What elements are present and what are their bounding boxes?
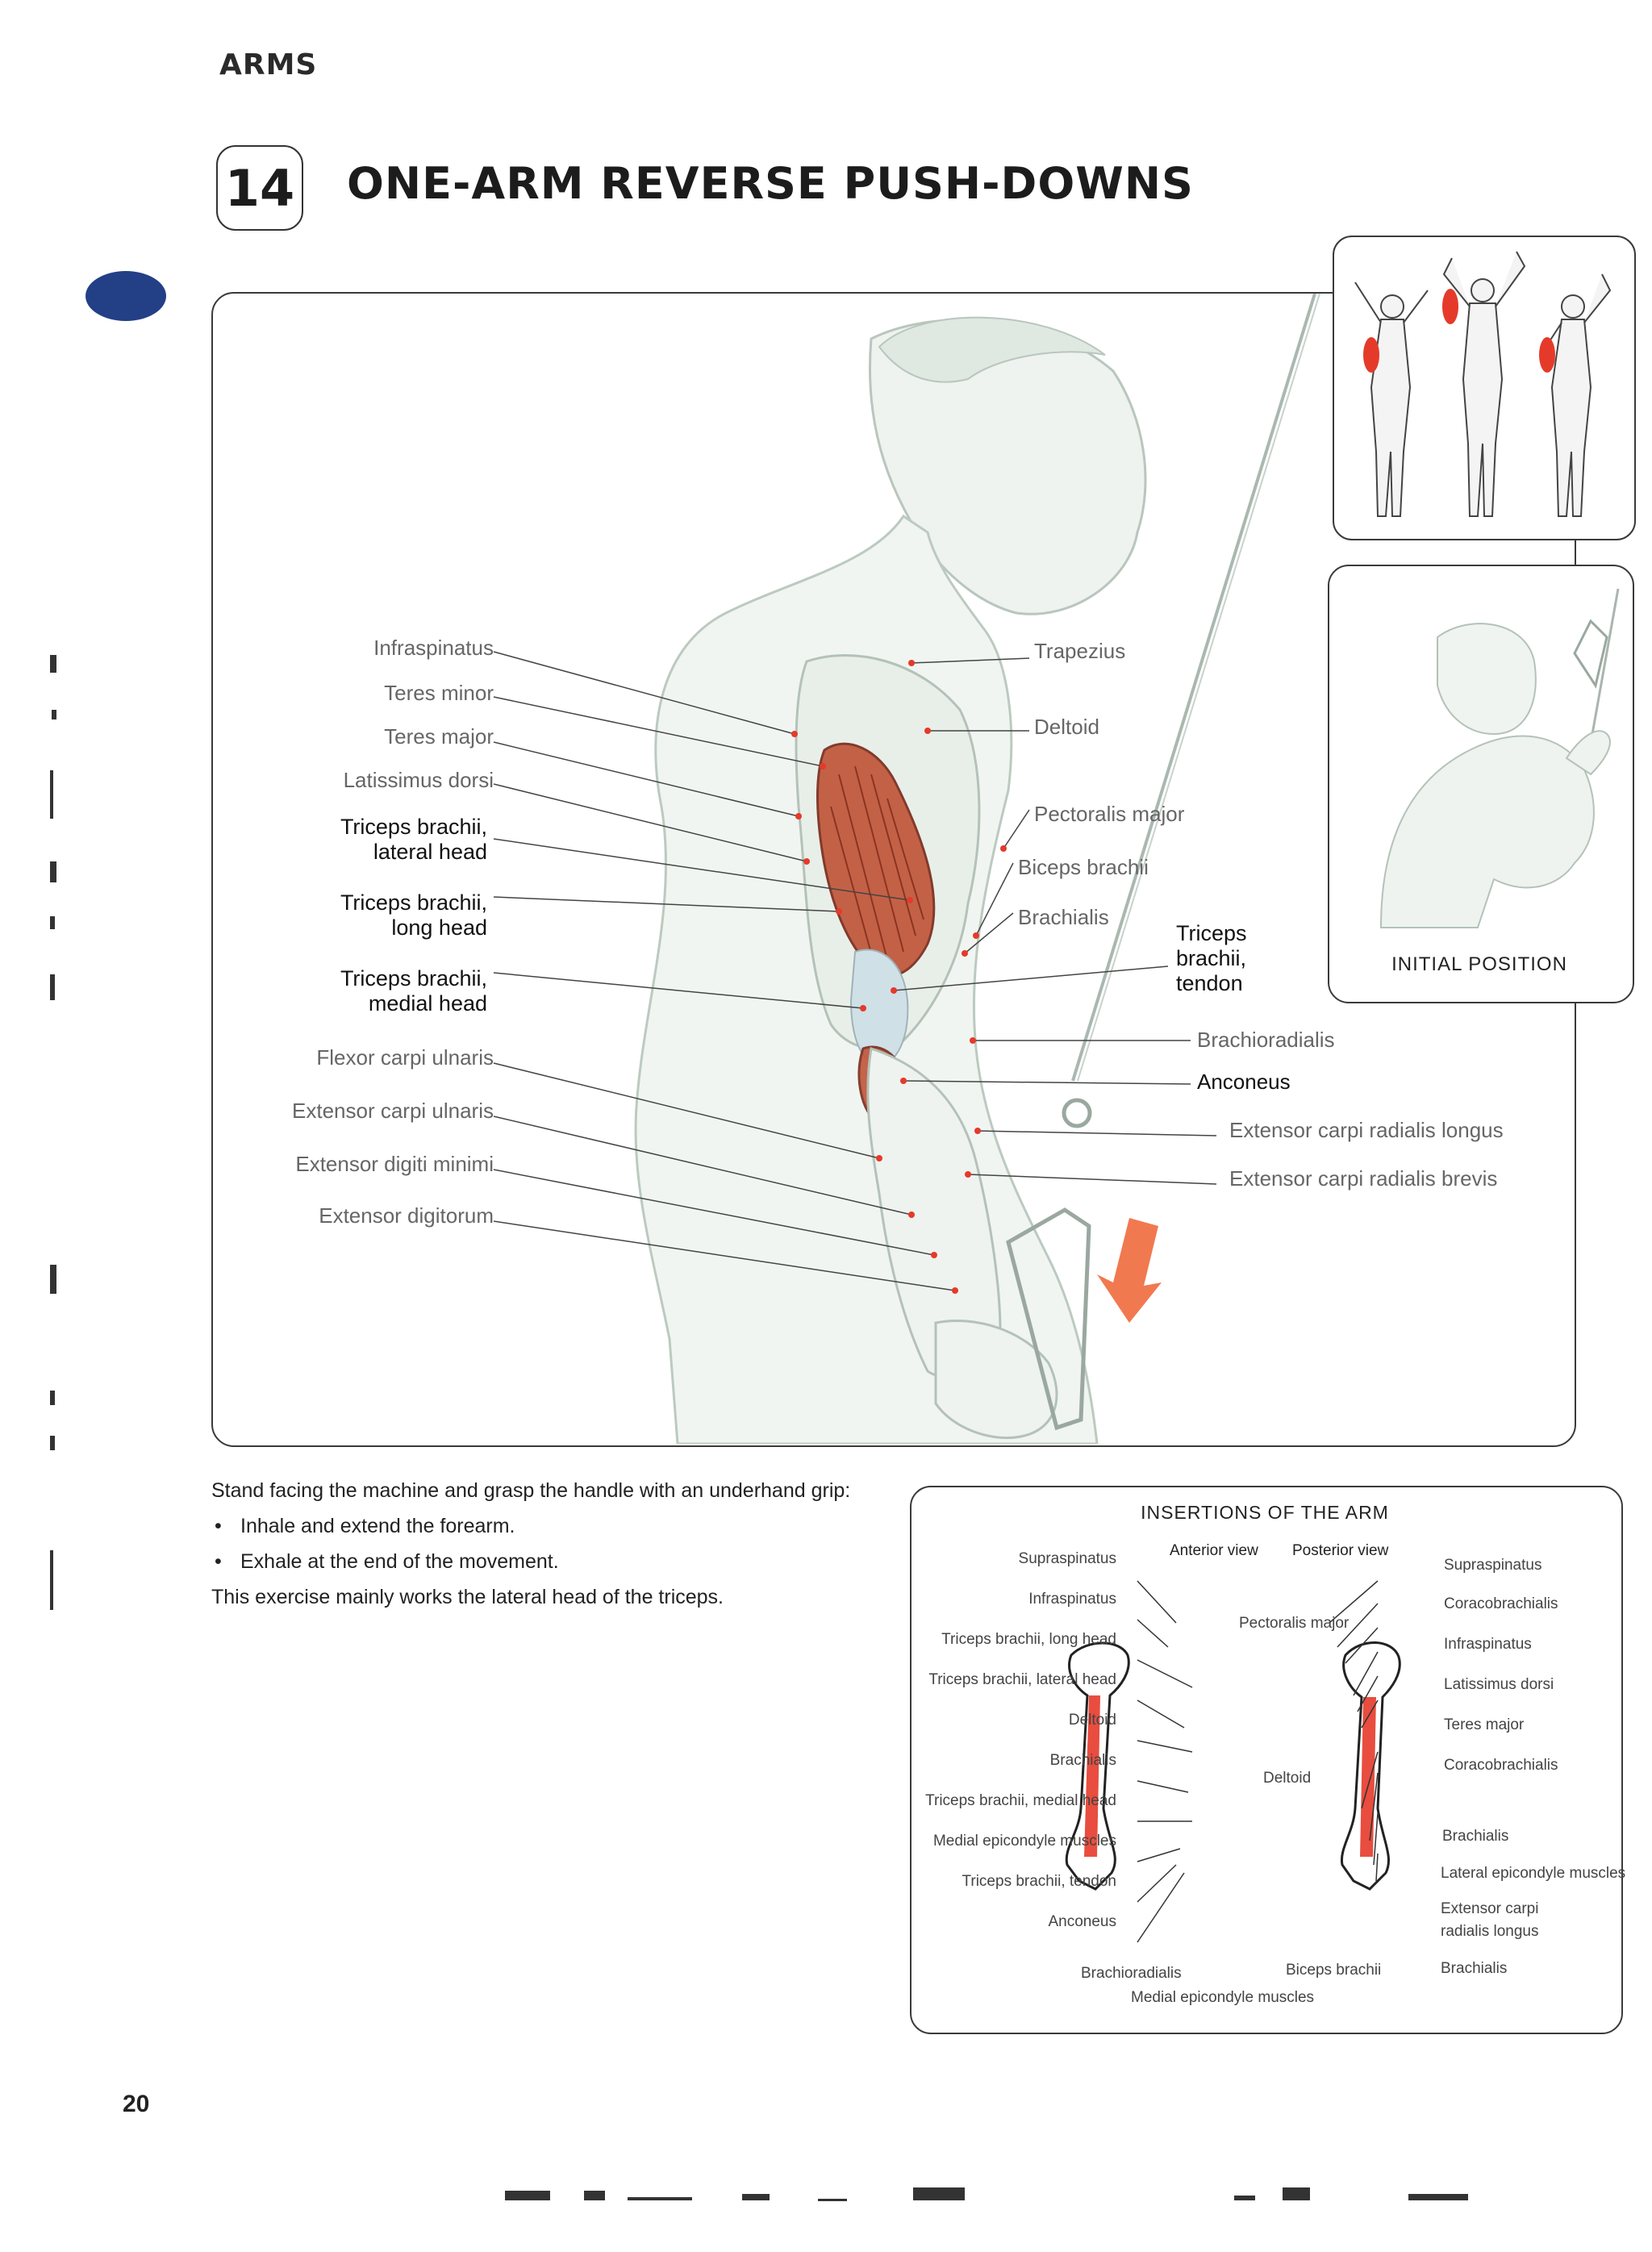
label-brachialis: Brachialis [1018,905,1109,929]
label-triceps-long-head: Triceps brachii, long head [340,890,487,940]
ins-bottom-medial-epicondyle: Medial epicondyle muscles [1131,1989,1315,2006]
anterior-view-label: Anterior view [1170,1542,1258,1559]
ins-left-triceps-tendon: Triceps brachii, tendon [962,1873,1116,1890]
ins-left-infraspinatus: Infraspinatus [1028,1591,1116,1608]
ins-bottom-brachioradialis: Brachioradialis [1081,1965,1182,1982]
ins-left-supraspinatus: Supraspinatus [1018,1550,1116,1567]
posterior-view-label: Posterior view [1292,1542,1389,1559]
instructions-intro: Stand facing the machine and grasp the h… [211,1479,851,1502]
label-extensor-digiti-minimi: Extensor digiti minimi [295,1152,494,1176]
exercise-number-badge: 14 [216,145,303,231]
label-extensor-carpi-ulnaris: Extensor carpi ulnaris [292,1099,494,1123]
ins-right-infraspinatus: Infraspinatus [1444,1636,1532,1653]
label-teres-minor: Teres minor [384,681,494,705]
ins-right-supraspinatus: Supraspinatus [1444,1557,1542,1574]
ins-right-ext-carpi: Extensor carpi [1441,1900,1539,1917]
ins-right-radialis-longus: radialis longus [1441,1923,1539,1940]
label-infraspinatus: Infraspinatus [373,636,494,660]
ins-right-brachialis-2: Brachialis [1441,1960,1508,1977]
instruction-bullet-2: •Exhale at the end of the movement. [215,1550,559,1573]
instructions-block: Stand facing the machine and grasp the h… [211,1473,889,1615]
initial-position-illustration [1379,588,1620,928]
label-trapezius: Trapezius [1034,639,1126,663]
label-latissimus-dorsi: Latissimus dorsi [343,768,494,792]
insertions-bone-diagram [1065,1580,1401,1943]
initial-position-label: INITIAL POSITION [1391,953,1567,975]
label-ext-carpi-radialis-brevis: Extensor carpi radialis brevis [1229,1166,1498,1191]
label-deltoid: Deltoid [1034,715,1099,739]
label-flexor-carpi-ulnaris: Flexor carpi ulnaris [316,1045,494,1070]
ins-center-pectoralis-major: Pectoralis major [1239,1615,1350,1632]
label-pectoralis-major: Pectoralis major [1034,802,1185,826]
instruction-bullet-1: •Inhale and extend the forearm. [215,1515,515,1537]
label-biceps-brachii: Biceps brachii [1018,855,1149,879]
section-header: ARMS [219,48,318,81]
chapter-tab-marker [86,271,166,321]
label-ext-carpi-radialis-longus: Extensor carpi radialis longus [1229,1118,1504,1142]
label-anconeus: Anconeus [1197,1070,1291,1094]
ins-left-deltoid: Deltoid [1068,1712,1116,1729]
ins-left-anconeus: Anconeus [1048,1913,1116,1930]
label-triceps-lateral-head: Triceps brachii, lateral head [340,815,487,864]
label-teres-major: Teres major [384,724,494,749]
label-brachioradialis: Brachioradialis [1197,1028,1335,1052]
ins-right-coracobrachialis-2: Coracobrachialis [1444,1757,1558,1774]
athlete-illustration [634,294,1320,1444]
label-extensor-digitorum: Extensor digitorum [319,1203,494,1228]
label-triceps-tendon: Triceps brachii, tendon [1176,921,1247,995]
insertions-panel [910,1486,1623,2034]
page-number: 20 [123,2091,150,2117]
ins-right-brachialis: Brachialis [1442,1828,1509,1845]
exercise-title: ONE-ARM REVERSE PUSH-DOWNS [347,158,1194,209]
ins-left-medial-epicondyle: Medial epicondyle muscles [932,1833,1116,1850]
label-triceps-medial-head: Triceps brachii, medial head [340,966,487,1015]
ins-left-triceps-long-head: Triceps brachii, long head [941,1631,1116,1648]
ins-right-teres-major: Teres major [1444,1716,1525,1733]
ins-right-latissimus-dorsi: Latissimus dorsi [1444,1676,1554,1693]
ins-left-triceps-lateral-head: Triceps brachii, lateral head [928,1671,1116,1688]
instructions-outro: This exercise mainly works the lateral h… [211,1586,724,1608]
insertions-title: INSERTIONS OF THE ARM [1141,1502,1389,1523]
ins-right-coracobrachialis: Coracobrachialis [1444,1595,1558,1612]
ins-left-brachialis: Brachialis [1049,1752,1116,1769]
ins-right-lateral-epicondyle: Lateral epicondyle muscles [1441,1865,1626,1882]
ins-left-triceps-medial-head: Triceps brachii, medial head [925,1792,1116,1809]
ins-bottom-biceps-brachii: Biceps brachii [1286,1962,1382,1979]
muscle-map-figures [1354,251,1612,517]
ins-center-deltoid: Deltoid [1263,1770,1312,1787]
